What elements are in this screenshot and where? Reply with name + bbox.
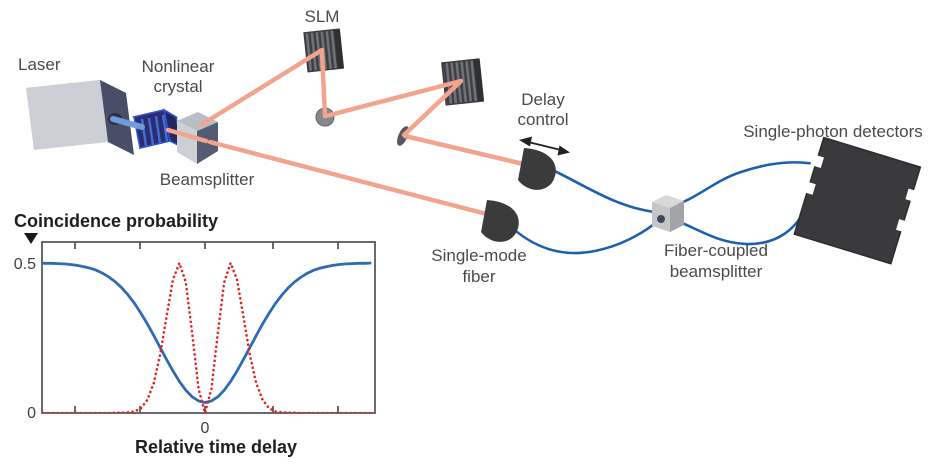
nonlinear-crystal-label-line2: crystal — [153, 77, 202, 96]
laser-label: Laser — [18, 55, 61, 74]
delay-motion-arrow-icon — [519, 136, 570, 156]
delay-control-label-line2: control — [517, 110, 568, 129]
delay-control-label-line1: Delay — [521, 90, 565, 109]
chart-curves — [42, 259, 373, 413]
detector-box — [793, 136, 922, 265]
series-red_dotted_double_peak — [42, 259, 373, 413]
laser-box — [26, 80, 134, 155]
single-photon-detectors-label: Single-photon detectors — [743, 122, 923, 141]
optical-fibers — [507, 161, 821, 255]
nonlinear-crystal-label-line1: Nonlinear — [142, 57, 215, 76]
fiber-coupler-delay — [518, 148, 556, 190]
x-tick-label-0: 0 — [201, 420, 210, 437]
pump-beam — [110, 116, 145, 130]
plot-frame — [41, 241, 376, 414]
y-tick-label-0: 0 — [27, 405, 36, 422]
beamsplitter-label: Beamsplitter — [160, 170, 255, 189]
photon-beams — [165, 47, 539, 220]
chart-title: Coincidence probability — [14, 211, 218, 231]
axis-ticks — [74, 242, 339, 413]
fiber-coupled-beamsplitter-label-line1: Fiber-coupled — [664, 241, 768, 260]
series-blue_solid_dip — [42, 261, 372, 404]
coincidence-chart: Coincidence probability 0.5 0 0 Relative… — [14, 211, 376, 457]
x-axis-title: Relative time delay — [135, 437, 297, 457]
single-mode-fiber-label-line2: fiber — [462, 267, 495, 286]
fiber-coupled-beamsplitter-label-line2: beamsplitter — [670, 262, 763, 281]
y-axis-marker-icon — [24, 233, 38, 244]
nonlinear-crystal — [131, 108, 184, 149]
fiber-port — [657, 215, 665, 223]
fiber-coupler-single-mode — [481, 200, 519, 242]
slm-label: SLM — [305, 7, 340, 26]
fiber-beamsplitter-cube — [652, 195, 684, 232]
y-tick-label-05: 0.5 — [14, 256, 36, 273]
single-mode-fiber-label-line1: Single-mode — [431, 246, 526, 265]
